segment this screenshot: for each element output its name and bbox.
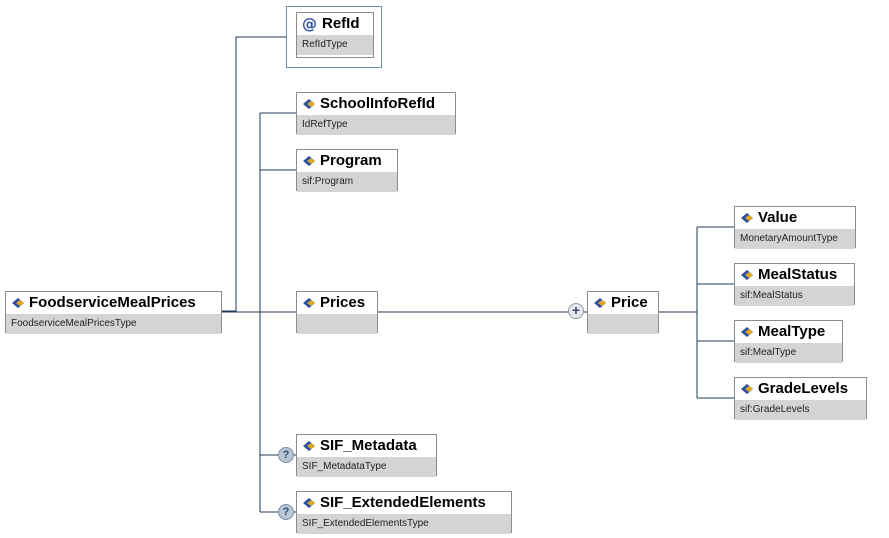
value-node[interactable]: Value MonetaryAmountType bbox=[734, 206, 856, 249]
element-icon bbox=[303, 156, 315, 166]
node-name: Program bbox=[320, 152, 382, 169]
element-icon bbox=[303, 498, 315, 508]
node-name: FoodserviceMealPrices bbox=[29, 294, 196, 311]
node-name: GradeLevels bbox=[758, 380, 849, 397]
node-type: IdRefType bbox=[297, 115, 455, 135]
sif-metadata-node[interactable]: SIF_Metadata SIF_MetadataType bbox=[296, 434, 437, 477]
refid-attribute-frame bbox=[286, 6, 382, 68]
gradelevels-node[interactable]: GradeLevels sif:GradeLevels bbox=[734, 377, 867, 420]
optional-icon: ? bbox=[278, 504, 294, 520]
node-type bbox=[588, 314, 658, 334]
price-node[interactable]: Price bbox=[587, 291, 659, 334]
node-name: MealStatus bbox=[758, 266, 838, 283]
expand-icon[interactable]: + bbox=[568, 303, 584, 319]
node-name: RefId bbox=[322, 15, 360, 32]
node-name: Prices bbox=[320, 294, 366, 311]
program-node[interactable]: Program sif:Program bbox=[296, 149, 398, 192]
element-icon bbox=[303, 99, 315, 109]
foodservicemealprices-node[interactable]: FoodserviceMealPrices FoodserviceMealPri… bbox=[5, 291, 222, 334]
node-type: SIF_ExtendedElementsType bbox=[297, 514, 511, 534]
element-icon bbox=[741, 327, 753, 337]
node-type: SIF_MetadataType bbox=[297, 457, 436, 477]
node-name: Price bbox=[611, 294, 648, 311]
refid-node[interactable]: @ RefId RefIdType bbox=[296, 12, 374, 58]
node-type: RefIdType bbox=[297, 35, 373, 55]
element-icon bbox=[741, 213, 753, 223]
node-type: FoodserviceMealPricesType bbox=[6, 314, 221, 334]
node-name: MealType bbox=[758, 323, 826, 340]
node-name: SchoolInfoRefId bbox=[320, 95, 435, 112]
optional-icon: ? bbox=[278, 447, 294, 463]
schoolinforefid-node[interactable]: SchoolInfoRefId IdRefType bbox=[296, 92, 456, 135]
element-icon bbox=[12, 298, 24, 308]
node-name: Value bbox=[758, 209, 798, 226]
sif-extendedelements-node[interactable]: SIF_ExtendedElements SIF_ExtendedElement… bbox=[296, 491, 512, 534]
node-type: sif:MealStatus bbox=[735, 286, 854, 306]
mealtype-node[interactable]: MealType sif:MealType bbox=[734, 320, 843, 363]
prices-node[interactable]: Prices bbox=[296, 291, 378, 334]
attribute-icon: @ bbox=[302, 15, 317, 33]
element-icon bbox=[303, 298, 315, 308]
element-icon bbox=[594, 298, 606, 308]
mealstatus-node[interactable]: MealStatus sif:MealStatus bbox=[734, 263, 855, 306]
node-type: MonetaryAmountType bbox=[735, 229, 855, 249]
node-type: sif:Program bbox=[297, 172, 397, 192]
node-type bbox=[297, 314, 377, 334]
element-icon bbox=[741, 270, 753, 280]
node-name: SIF_Metadata bbox=[320, 437, 417, 454]
node-type: sif:GradeLevels bbox=[735, 400, 866, 420]
node-type: sif:MealType bbox=[735, 343, 842, 363]
node-name: SIF_ExtendedElements bbox=[320, 494, 486, 511]
element-icon bbox=[303, 441, 315, 451]
element-icon bbox=[741, 384, 753, 394]
